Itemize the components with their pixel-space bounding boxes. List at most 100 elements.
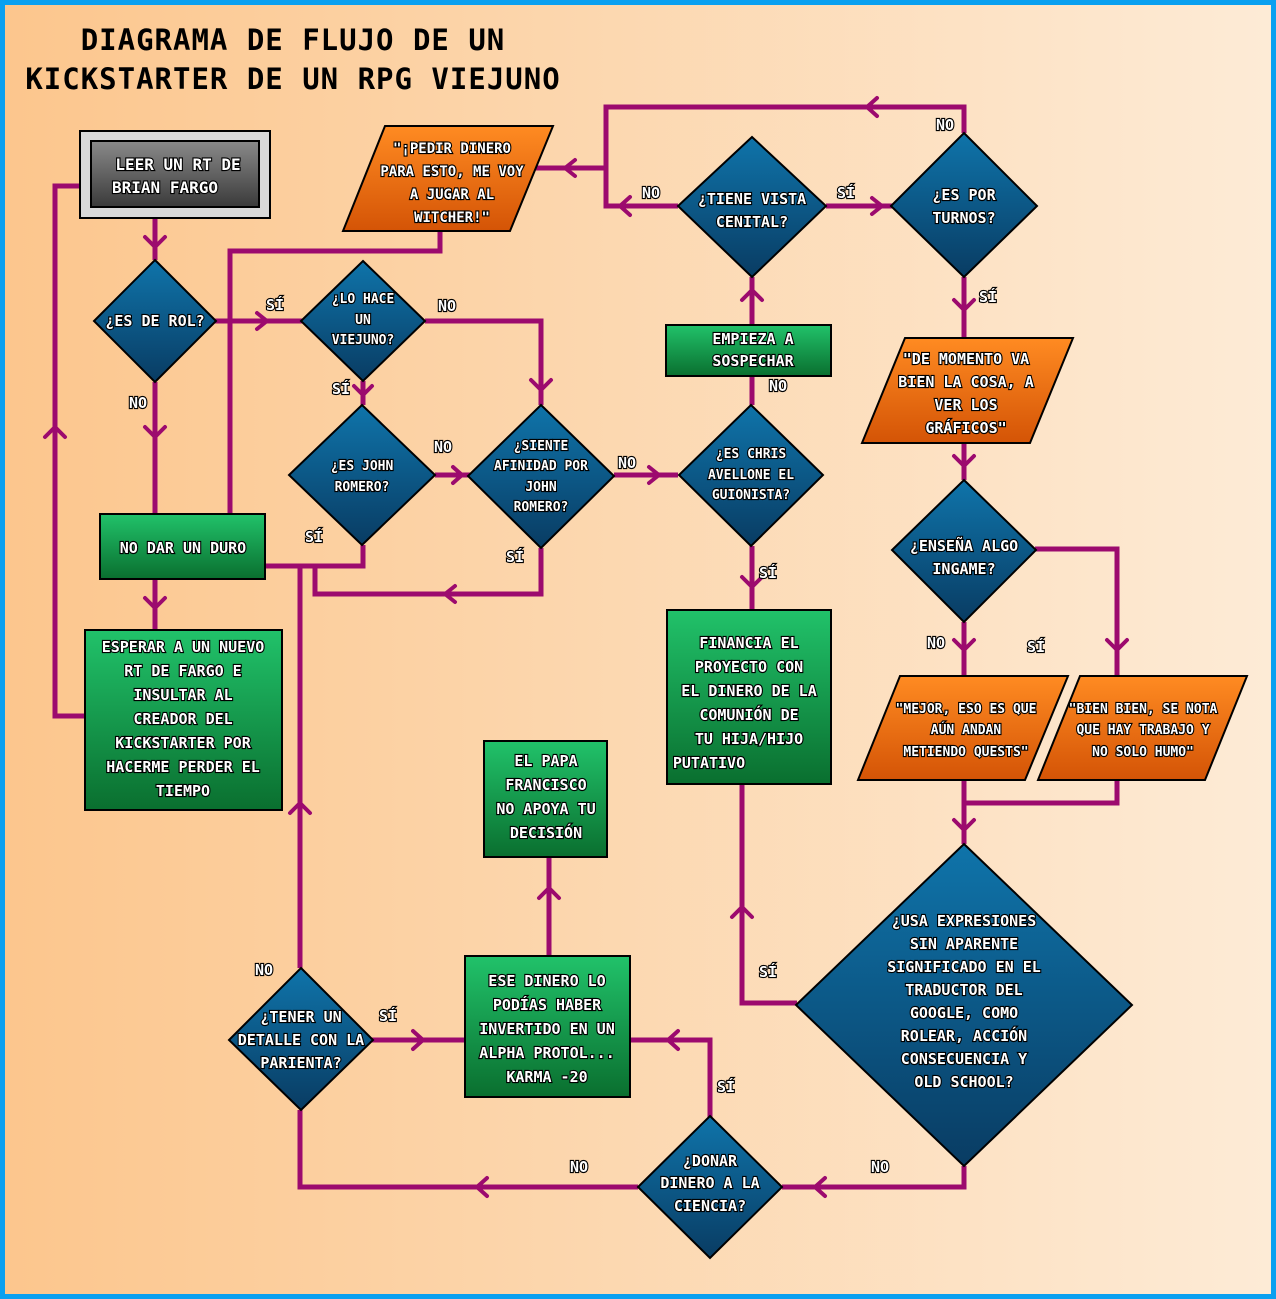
turnos-line-1: ¿ES POR [932, 186, 996, 204]
label-ingame-si: SÍ [1027, 637, 1045, 656]
connectors [43, 96, 1129, 1198]
decision-usa-expresiones: ¿USA EXPRESIONES SIN APARENTE SIGNIFICAD… [794, 842, 1134, 1168]
romero-line-2: ROMERO? [335, 480, 390, 495]
detalle-line-2: DETALLE CON LA [238, 1031, 364, 1049]
output-de-momento: "DE MOMENTO VA BIEN LA COSA, A VER LOS G… [860, 337, 1075, 444]
decision-ensena-ingame: ¿ENSEÑA ALGO INGAME? [890, 478, 1038, 624]
process-papa-francisco: EL PAPA FRANCISCO NO APOYA TU DECISIÓN [483, 740, 608, 858]
process-empieza-sospechar: EMPIEZA A SOSPECHAR [665, 324, 832, 377]
afinidad-line-3: JOHN [525, 480, 556, 495]
financia-line-1: FINANCIA EL [699, 634, 798, 652]
title-line-2: KICKSTARTER DE UN RPG VIEJUNO [25, 62, 560, 96]
ese-line-3: INVERTIDO EN UN [479, 1020, 614, 1038]
title-line-1: DIAGRAMA DE FLUJO DE UN [81, 23, 506, 57]
pedir-line-1: "¡PEDIR DINERO [393, 141, 511, 157]
expresiones-line-7: CONSECUENCIA Y [901, 1050, 1027, 1068]
process-no-dar-un-duro: NO DAR UN DURO [99, 513, 266, 580]
label-expresiones-si: SÍ [759, 962, 777, 981]
label-expresiones-no: NO [871, 1158, 889, 1176]
momento-line-1: "DE MOMENTO VA [903, 350, 1029, 368]
label-afinidad-si: SÍ [506, 547, 524, 566]
papa-line-2: FRANCISCO [505, 776, 586, 794]
expresiones-line-4: TRADUCTOR DEL [905, 981, 1022, 999]
esperar-line-7: TIEMPO [156, 782, 210, 800]
decision-lo-hace-viejuno: ¿LO HACE UN VIEJUNO? [299, 259, 427, 383]
bien-line-1: "BIEN BIEN, SE NOTA [1069, 702, 1218, 717]
label-romero-no: NO [434, 438, 452, 456]
turnos-line-2: TURNOS? [932, 209, 995, 227]
expresiones-line-3: SIGNIFICADO EN EL [887, 958, 1041, 976]
expresiones-line-8: OLD SCHOOL? [914, 1073, 1013, 1091]
expresiones-line-1: ¿USA EXPRESIONES [892, 912, 1037, 930]
label-rol-no: NO [129, 394, 147, 412]
decision-tiene-vista-cenital: ¿TIENE VISTA CENITAL? [676, 135, 828, 279]
papa-line-3: NO APOYA TU [496, 800, 595, 818]
label-ingame-no: NO [927, 634, 945, 652]
afinidad-line-1: ¿SIENTE [514, 439, 569, 454]
label-chris-no: NO [769, 377, 787, 395]
esperar-line-3: INSULTAR AL [133, 686, 232, 704]
afinidad-line-2: AFINIDAD POR [494, 459, 588, 474]
afinidad-line-4: ROMERO? [514, 500, 569, 515]
momento-line-3: VER LOS [934, 396, 997, 414]
decision-siente-afinidad: ¿SIENTE AFINIDAD POR JOHN ROMERO? [466, 403, 616, 550]
financia-line-3: EL DINERO DE LA [681, 682, 816, 700]
vista-line-2: CENITAL? [716, 213, 788, 231]
financia-line-6: PUTATIVO [673, 754, 745, 772]
leer-rt-line-1: LEER UN RT DE [115, 155, 240, 174]
papa-line-4: DECISIÓN [510, 823, 582, 842]
es-de-rol-text: ¿ES DE ROL? [105, 312, 204, 330]
output-bien-bien: "BIEN BIEN, SE NOTA QUE HAY TRABAJO Y NO… [1036, 675, 1249, 781]
detalle-line-1: ¿TENER UN [260, 1008, 341, 1026]
viejuno-line-1: ¿LO HACE [332, 292, 395, 307]
romero-line-1: ¿ES JOHN [331, 459, 394, 474]
pedir-line-4: WITCHER!" [414, 210, 490, 226]
label-vista-si: SÍ [837, 183, 855, 202]
label-chris-si: SÍ [759, 563, 777, 582]
label-viejuno-no: NO [438, 297, 456, 315]
momento-line-2: BIEN LA COSA, A [898, 373, 1033, 391]
label-detalle-no: NO [255, 961, 273, 979]
label-turnos-no: NO [936, 116, 954, 134]
ese-line-5: KARMA -20 [506, 1068, 587, 1086]
papa-line-1: EL PAPA [514, 752, 577, 770]
decision-es-john-romero: ¿ES JOHN ROMERO? [287, 403, 437, 547]
ese-line-4: ALPHA PROTOL... [479, 1044, 614, 1062]
branch-labels: SÍ NO NO SÍ NO SÍ NO SÍ NO SÍ NO SÍ NO S… [128, 115, 1046, 1177]
financia-line-4: COMUNIÓN DE [699, 705, 798, 724]
label-afinidad-no: NO [618, 454, 636, 472]
esperar-line-2: RT DE FARGO E [124, 662, 241, 680]
empieza-line-2: SOSPECHAR [712, 352, 794, 370]
chris-line-3: GUIONISTA? [712, 488, 790, 503]
esperar-line-4: CREADOR DEL [133, 710, 232, 728]
viejuno-line-2: UN [355, 313, 371, 328]
expresiones-line-5: GOOGLE, COMO [910, 1004, 1018, 1022]
expresiones-line-2: SIN APARENTE [910, 935, 1018, 953]
pedir-line-2: PARA ESTO, ME VOY [380, 164, 524, 180]
decision-es-de-rol: ¿ES DE ROL? [92, 258, 218, 384]
mejor-line-1: "MEJOR, ESO ES QUE [896, 702, 1037, 717]
decision-tener-detalle: ¿TENER UN DETALLE CON LA PARIENTA? [227, 966, 375, 1112]
decision-donar-ciencia: ¿DONAR DINERO A LA CIENCIA? [636, 1114, 784, 1260]
process-financia-proyecto: FINANCIA EL PROYECTO CON EL DINERO DE LA… [666, 609, 832, 785]
expresiones-line-6: ROLEAR, ACCIÓN [901, 1026, 1027, 1045]
output-pedir-dinero: "¡PEDIR DINERO PARA ESTO, ME VOY A JUGAR… [341, 125, 555, 232]
bien-line-2: QUE HAY TRABAJO Y [1076, 723, 1209, 738]
vista-line-1: ¿TIENE VISTA [698, 190, 806, 208]
label-donar-si: SÍ [717, 1077, 735, 1096]
chris-line-1: ¿ES CHRIS [716, 447, 787, 462]
label-viejuno-si: SÍ [332, 379, 350, 398]
empieza-line-1: EMPIEZA A [712, 330, 793, 348]
label-detalle-si: SÍ [379, 1006, 397, 1025]
decision-es-por-turnos: ¿ES POR TURNOS? [889, 131, 1039, 279]
pedir-line-3: A JUGAR AL [410, 187, 494, 203]
momento-line-4: GRÁFICOS" [925, 418, 1006, 437]
decision-es-chris-avellone: ¿ES CHRIS AVELLONE EL GUIONISTA? [677, 403, 825, 548]
label-turnos-si: SÍ [979, 287, 997, 306]
detalle-line-3: PARIENTA? [260, 1054, 341, 1072]
output-mejor-quests: "MEJOR, ESO ES QUE AÚN ANDAN METIENDO QU… [856, 675, 1070, 781]
label-romero-si: SÍ [305, 527, 323, 546]
financia-line-2: PROYECTO CON [695, 658, 803, 676]
start-leer-rt-node: LEER UN RT DE BRIAN FARGO [79, 130, 271, 219]
